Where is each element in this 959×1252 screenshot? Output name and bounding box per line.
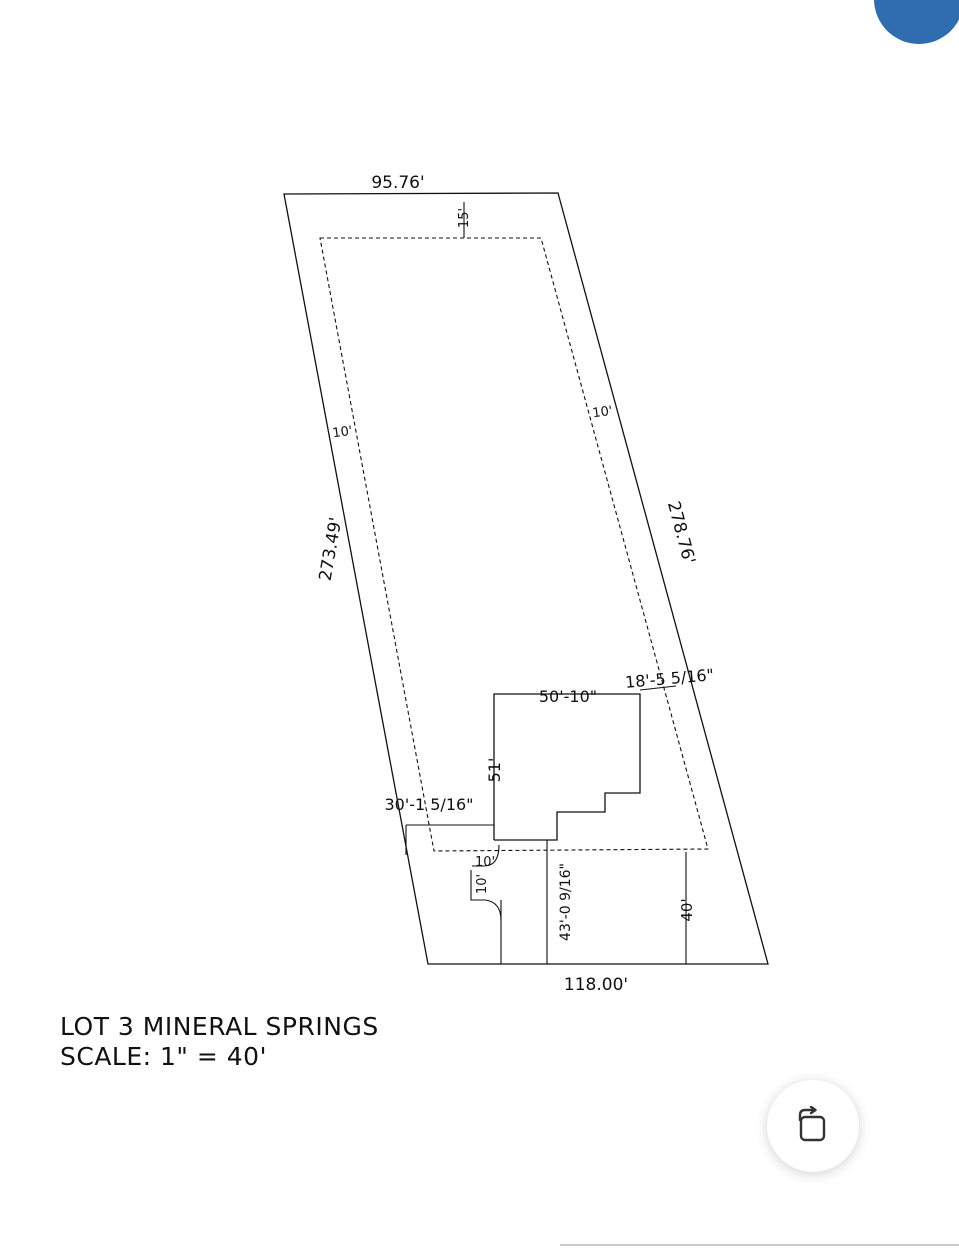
bottom-boundary-label: 118.00' (564, 975, 628, 995)
house-width-label: 50'-10" (539, 687, 597, 706)
bottom-setback-label: 40' (678, 898, 696, 921)
house-bottom-offset-label: 43'-0 9/16" (558, 863, 574, 941)
lot-boundary (283, 192, 769, 965)
bottom-divider (560, 1244, 959, 1246)
rotate-button[interactable] (767, 1080, 859, 1172)
right-boundary-label: 278.76' (663, 499, 699, 566)
left-side-setback-label: 10' (332, 424, 354, 442)
plat-scale: SCALE: 1" = 40' (60, 1042, 267, 1071)
top-boundary-label: 95.76' (371, 173, 424, 193)
plat-title: LOT 3 MINERAL SPRINGS (60, 1012, 379, 1041)
driveway-setback-vertical-label: 10' (475, 874, 490, 894)
left-boundary-label: 273.49' (316, 516, 347, 583)
rotate-icon (798, 1106, 826, 1142)
driveway-setback-horizontal-label: 10' (475, 855, 495, 870)
house-footprint (493, 693, 641, 841)
setback-line (319, 237, 709, 852)
house-left-offset-label: 30'-1 5/16" (384, 795, 473, 814)
front-setback-label: 15' (457, 208, 472, 228)
right-side-setback-label: 10' (592, 404, 614, 422)
house-depth-label: 51' (485, 758, 504, 783)
dimension-lines (405, 202, 687, 964)
house-right-offset-label: 18'-5 5/16" (624, 665, 714, 692)
